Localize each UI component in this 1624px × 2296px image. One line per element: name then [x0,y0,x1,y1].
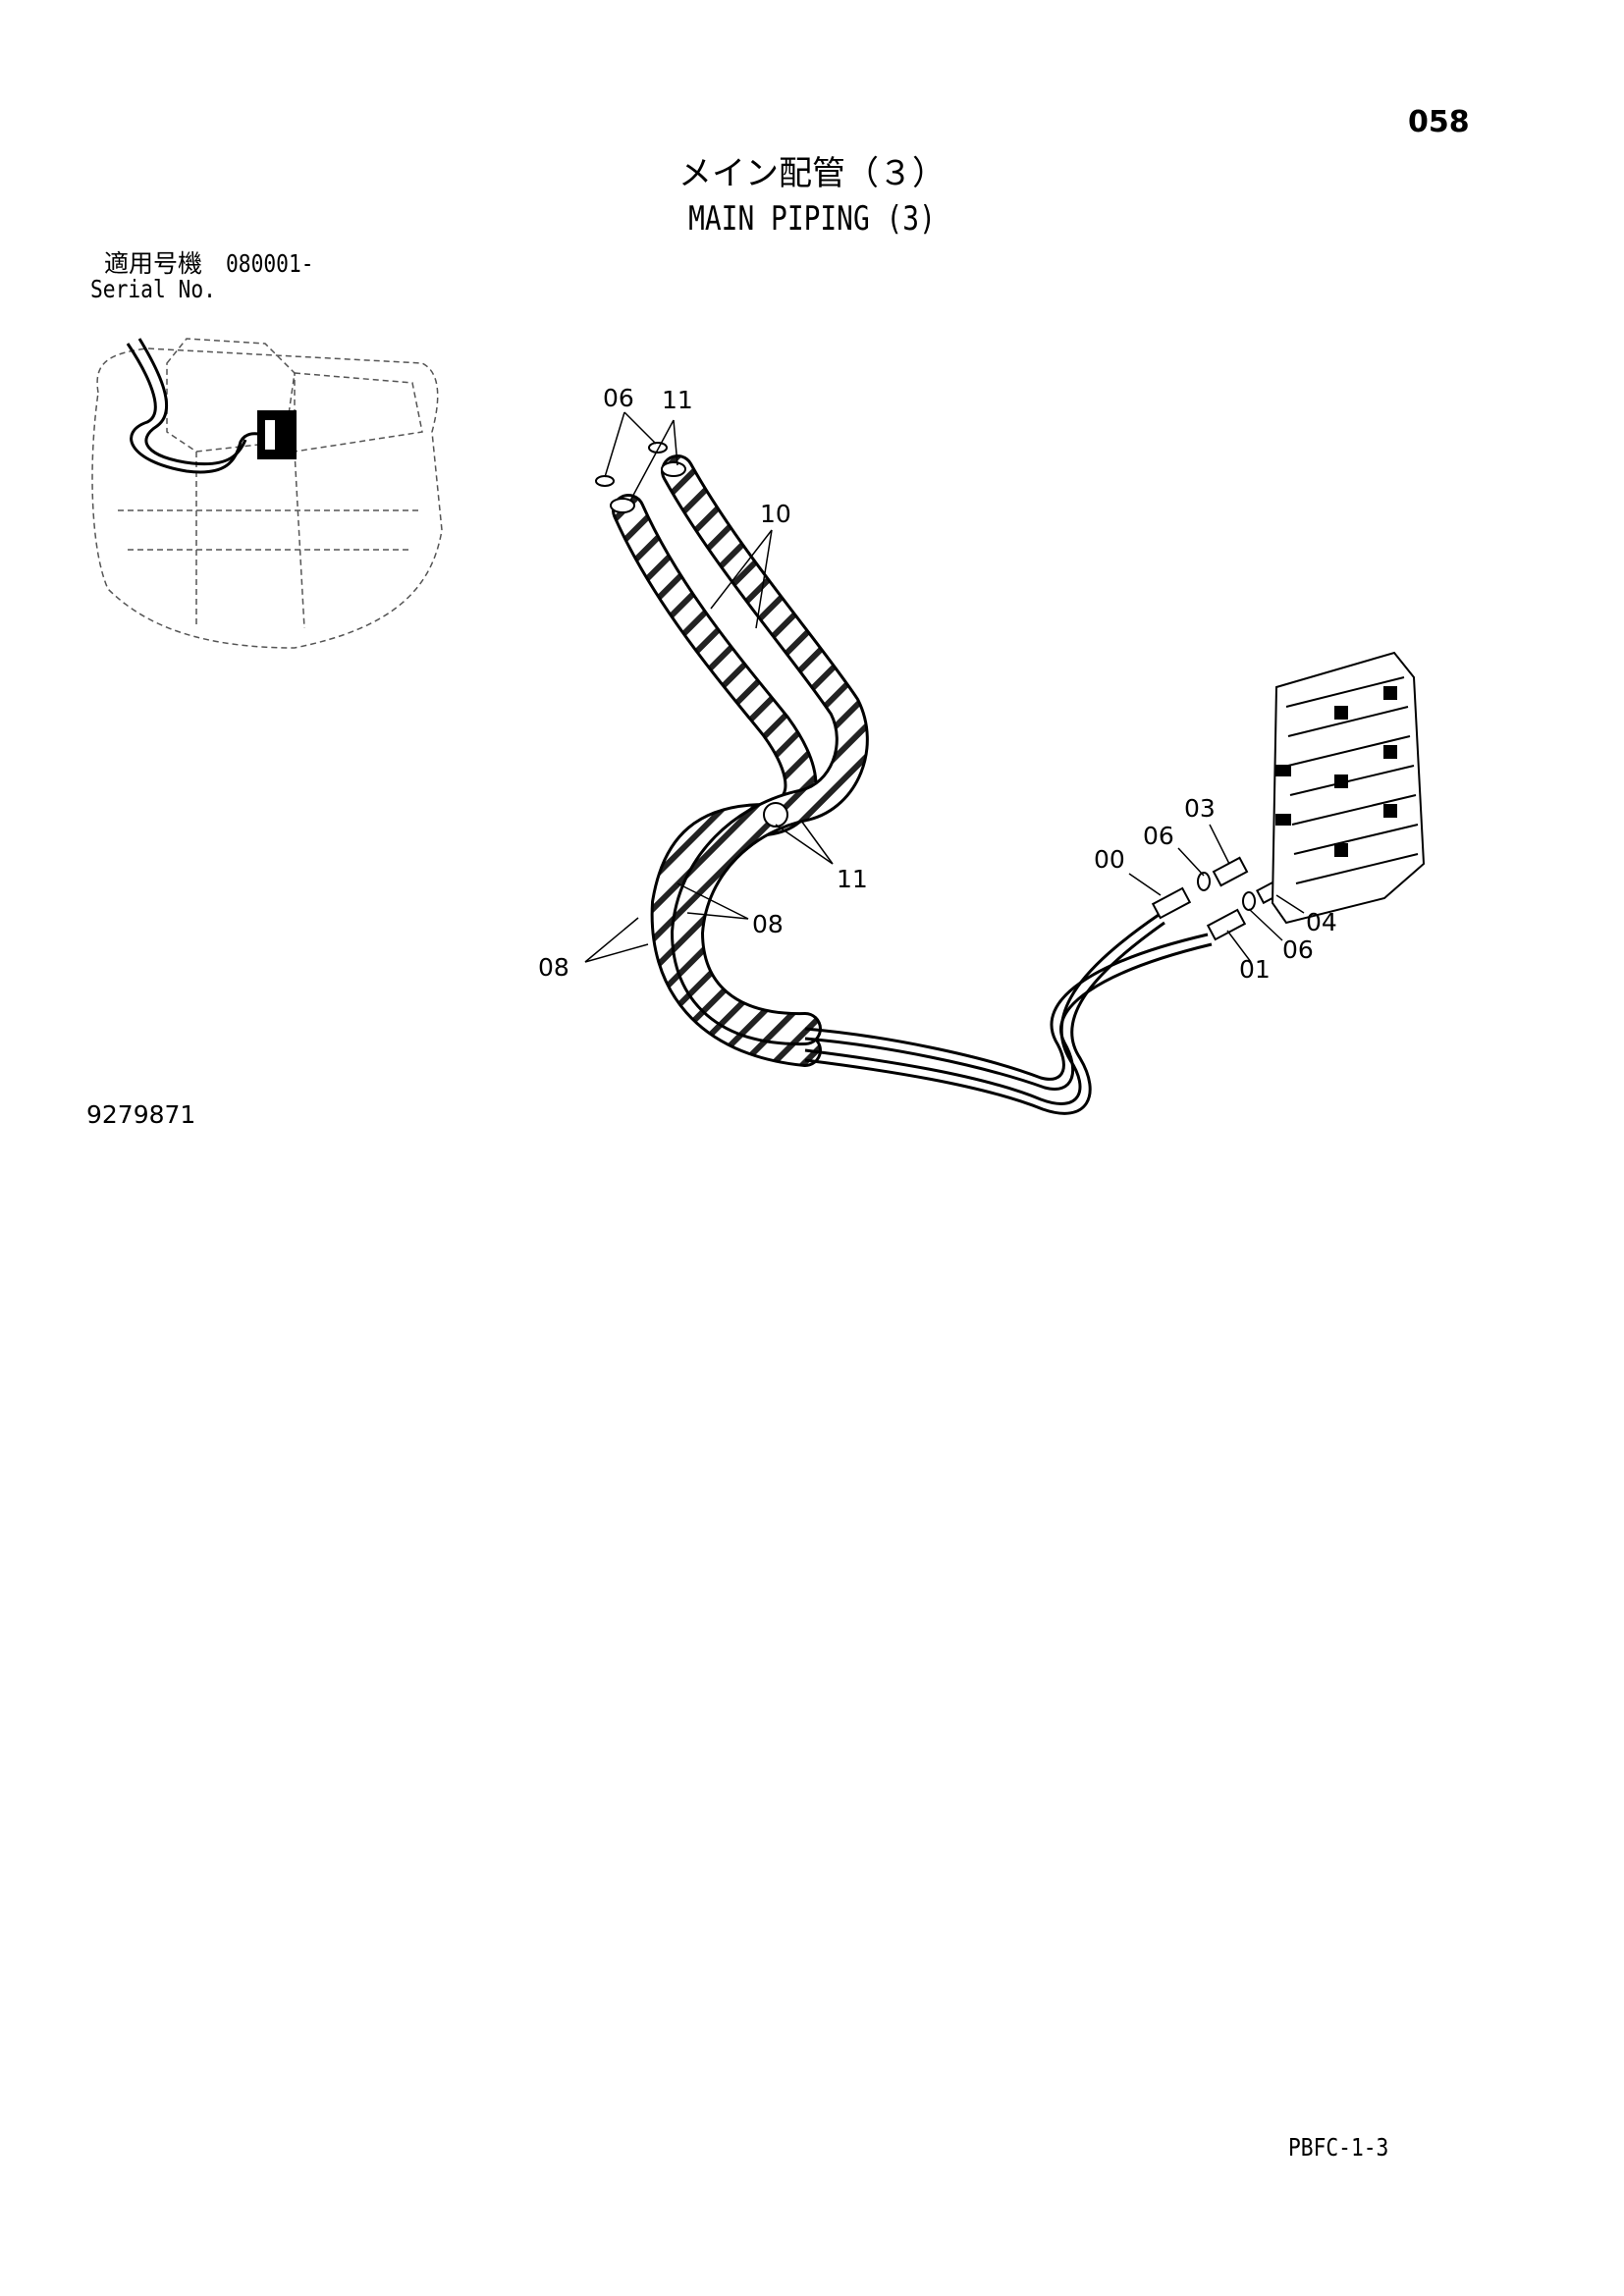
locator-valve-detail [265,420,275,450]
control-valve [1271,651,1426,925]
hose-plain-inner-b [804,942,1213,1091]
leader-03 [1209,824,1230,865]
leader-10-b [755,529,773,629]
callout-03: 03 [1184,794,1216,823]
hose-right-spiral-outline [661,454,869,1046]
page-title-english: MAIN PIPING (3) [688,199,936,239]
callout-11-top: 11 [662,386,693,414]
hose-end-cap-right [661,461,686,477]
hose-end-cap-left [610,498,635,513]
page-title-japanese: メイン配管（３） [678,154,946,193]
locator-highlight-hoses [126,338,276,474]
fitting-03 [1212,856,1249,887]
callout-04: 04 [1306,908,1337,936]
leader-11-mid-b [800,820,834,865]
control-valve-spools [1285,676,1419,884]
fitting-01 [1206,908,1247,941]
leader-11-mid [775,824,834,865]
leader-08-left [584,917,639,963]
leader-06-top-b [623,411,657,445]
callout-06-lower: 06 [1282,935,1314,964]
plain-hoses [804,913,1213,1115]
callout-08-left: 08 [538,953,569,982]
drawing-number: 9279871 [86,1100,196,1129]
serial-label-english: Serial No. [90,275,216,303]
callout-10: 10 [760,500,791,528]
leader-04 [1275,894,1305,914]
hose-plain-inner [804,933,1209,1081]
leader-11-top [629,419,675,502]
leader-11-top-b [673,419,678,466]
o-ring-top-left [595,475,615,487]
serial-label-japanese: 適用号機 [104,249,203,278]
locator-lower-outline [118,451,422,629]
leader-06-upper [1177,847,1205,877]
fitting-06-lower [1242,891,1256,911]
leader-10 [710,529,773,610]
callout-01: 01 [1239,955,1271,984]
spiral-hoses [612,454,869,1067]
locator-valve-block [257,410,297,459]
o-ring-top-right [648,442,668,454]
fitting-06-upper [1197,872,1211,891]
leader-06-lower [1248,908,1283,941]
hose-right-spiral-fill [664,457,866,1043]
locator-cab-outline [166,338,296,453]
locator-hose-a [126,343,276,474]
locator-thumbnail [91,338,443,649]
locator-hose-b [137,338,247,466]
leader-08-left-b [584,943,649,963]
callouts: 06 11 10 11 08 08 03 06 00 04 06 01 [538,384,1337,984]
locator-hood-outline [294,372,423,453]
leader-08-right [677,882,749,920]
leader-08-right-b [686,912,749,920]
callout-06-top: 06 [603,384,634,412]
crossing-clamp [763,802,788,828]
callout-08-right: 08 [752,910,784,938]
control-valve-ports [1275,686,1397,857]
page-number: 058 [1408,105,1470,139]
leader-06-top [604,411,625,478]
leader-00 [1128,873,1162,896]
leader-lines [584,411,1305,963]
callout-00: 00 [1094,845,1125,874]
hose-plain-outer [804,913,1160,1105]
serial-number-value: 080001- [226,249,314,278]
fittings [1151,856,1289,941]
locator-body-outline [91,347,443,649]
page-code: PBFC-1-3 [1288,2133,1389,2162]
leader-01 [1226,930,1252,963]
callout-11-mid: 11 [837,865,868,893]
fitting-00 [1151,886,1192,920]
callout-06-upper: 06 [1143,822,1174,850]
